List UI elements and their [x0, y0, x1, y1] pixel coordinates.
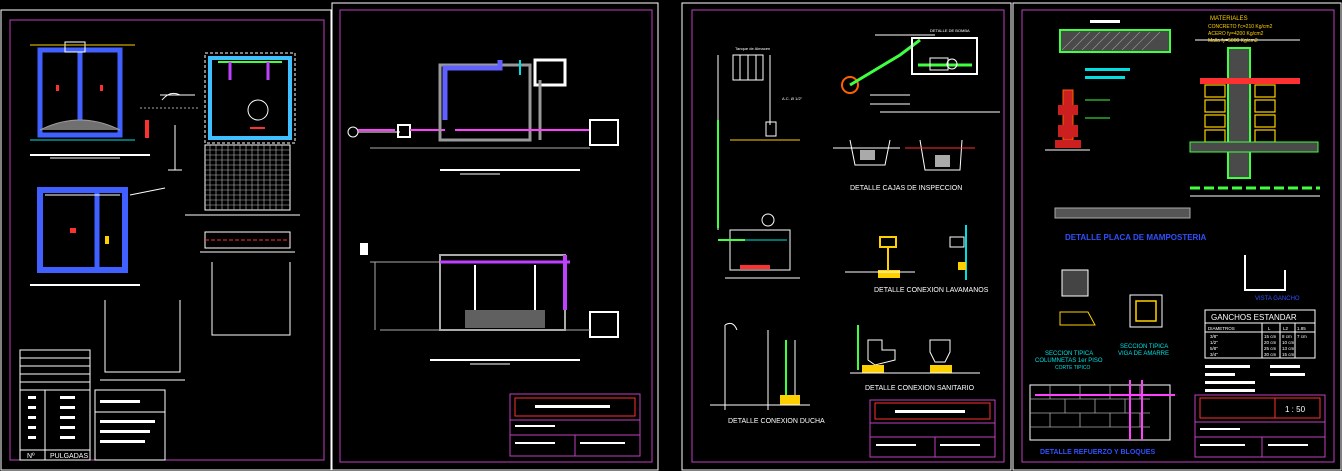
- ganchos-r3-c0: 3/4": [1210, 352, 1218, 357]
- title-block-sheet-1: [94, 389, 166, 461]
- ganchos-r2-c0: 5/8": [1210, 346, 1218, 351]
- sheet-1: Nº PULGADAS: [0, 9, 332, 471]
- concrete-footing-detail: [1059, 20, 1171, 79]
- legend-col-pulgadas: PULGADAS: [50, 453, 88, 460]
- pipe-detail-small: [140, 92, 200, 171]
- plumbing-profile-lower: [360, 243, 619, 365]
- materiales-title: MATERIALES: [1210, 16, 1248, 22]
- inspection-box-drawing: [204, 52, 296, 144]
- ganchos-r2-c2: 13 cm: [1282, 346, 1295, 351]
- ganchos-r3-c1: 30 cm: [1264, 352, 1277, 357]
- title-block-sheet-3: [869, 399, 996, 458]
- seccion-columna-line-3: CORTE TIPICO: [1055, 365, 1090, 371]
- ganchos-r1-c0: 1/2": [1210, 340, 1218, 345]
- seccion-columna-line-1: SECCION TIPICA: [1045, 351, 1093, 357]
- hook-view-drawing: VISTA GANCHO: [1244, 255, 1300, 302]
- brick-wall-detail: DETALLE REFUERZO Y BLOQUES: [1029, 380, 1175, 456]
- placa-detail: DETALLE PLACA DE MAMPOSTERIA: [1054, 207, 1207, 242]
- ganchos-title: GANCHOS ESTANDAR: [1211, 313, 1297, 322]
- notes-block: [1205, 365, 1305, 392]
- ganchos-r0-c2: 8 cm: [1282, 334, 1292, 339]
- pump-detail-drawing: DETALLE DE BOMBA: [841, 28, 1000, 113]
- materiales-line-3: Malla fy=5000 Kg/cm2: [1208, 38, 1258, 44]
- ganchos-table: GANCHOS ESTANDAR DIAMETROS L L2 1.85 3/8…: [1204, 309, 1316, 359]
- materiales-line-1: CONCRETO f'c=210 Kg/cm2: [1208, 24, 1273, 30]
- caption-ducha: DETALLE CONEXION DUCHA: [728, 418, 825, 425]
- seccion-columna-line-2: COLUMNETAS 1er PISO: [1035, 358, 1103, 364]
- title-block-sheet-2: [509, 393, 641, 457]
- column-typical-section: SECCION TIPICA COLUMNETAS 1er PISO CORTE…: [1035, 269, 1103, 371]
- mesh-grid-drawing: [185, 144, 300, 216]
- plumbing-profile-upper: [347, 58, 619, 175]
- ganchos-header-3: 1.85: [1297, 326, 1306, 331]
- lavamanos-detail: DETALLE CONEXION LAVAMANOS: [845, 225, 989, 294]
- ganchos-header-0: DIAMETROS: [1208, 326, 1235, 331]
- seccion-viga-line-1: SECCION TIPICA: [1120, 344, 1168, 350]
- u-channel-drawings: [100, 262, 291, 381]
- ganchos-r0-c1: 15 cm: [1264, 334, 1277, 339]
- ganchos-header-2: L2: [1283, 326, 1289, 331]
- inspection-boxes-detail: DETALLE CAJAS DE INSPECCION: [833, 139, 975, 192]
- ganchos-r2-c1: 25 cm: [1264, 346, 1277, 351]
- detalle-muro-caption: DETALLE REFUERZO Y BLOQUES: [1040, 449, 1155, 456]
- ganchos-r0-c3: 7 cm: [1297, 334, 1307, 339]
- ducha-detail: DETALLE CONEXION DUCHA: [710, 322, 825, 425]
- column-section-drawing: [1045, 89, 1110, 151]
- scale-label: 1 : 50: [1285, 405, 1306, 414]
- plan-view-drawing: [30, 187, 166, 286]
- legend-table: Nº PULGADAS: [19, 349, 91, 461]
- wall-elevation-drawing: [1189, 39, 1320, 197]
- label-tanque: Tanque de Almacen: [735, 46, 770, 51]
- materiales-line-2: ACERO fy=4200 Kg/cm2: [1208, 31, 1264, 37]
- label-bomba: DETALLE DE BOMBA: [930, 28, 970, 33]
- materials-notes: MATERIALES CONCRETO f'c=210 Kg/cm2 ACERO…: [1208, 16, 1273, 44]
- title-block-sheet-4: 1 : 50: [1194, 394, 1326, 458]
- sheet-2: [331, 2, 659, 471]
- slab-detail-drawing: [200, 231, 295, 253]
- vista-gancho-caption: VISTA GANCHO: [1255, 296, 1300, 302]
- ganchos-r1-c1: 20 cm: [1264, 340, 1277, 345]
- detalle-placa-caption: DETALLE PLACA DE MAMPOSTERIA: [1065, 233, 1207, 242]
- viga-typical-section: SECCION TIPICA VIGA DE AMARRE: [1118, 294, 1169, 357]
- ganchos-r3-c2: 15 cm: [1282, 352, 1295, 357]
- ganchos-r0-c0: 3/8": [1210, 334, 1218, 339]
- label-pvc: A.C. Ø 1/2": [782, 96, 803, 101]
- water-tank-riser: Tanque de Almacen A.C. Ø 1/2": [717, 46, 803, 279]
- tank-section-drawing: [30, 41, 150, 159]
- sanitario-detail: DETALLE CONEXION SANITARIO: [850, 325, 980, 392]
- caption-cajas: DETALLE CAJAS DE INSPECCION: [850, 185, 962, 192]
- legend-col-no: Nº: [27, 453, 35, 460]
- ganchos-r1-c2: 10 cm: [1282, 340, 1295, 345]
- caption-lavamanos: DETALLE CONEXION LAVAMANOS: [874, 287, 989, 294]
- sheet-3: Tanque de Almacen A.C. Ø 1/2": [681, 2, 1012, 471]
- sheet-4: MATERIALES CONCRETO f'c=210 Kg/cm2 ACERO…: [1012, 2, 1342, 471]
- ganchos-header-1: L: [1268, 326, 1271, 331]
- seccion-viga-line-2: VIGA DE AMARRE: [1118, 351, 1169, 357]
- caption-sanitario: DETALLE CONEXION SANITARIO: [865, 385, 975, 392]
